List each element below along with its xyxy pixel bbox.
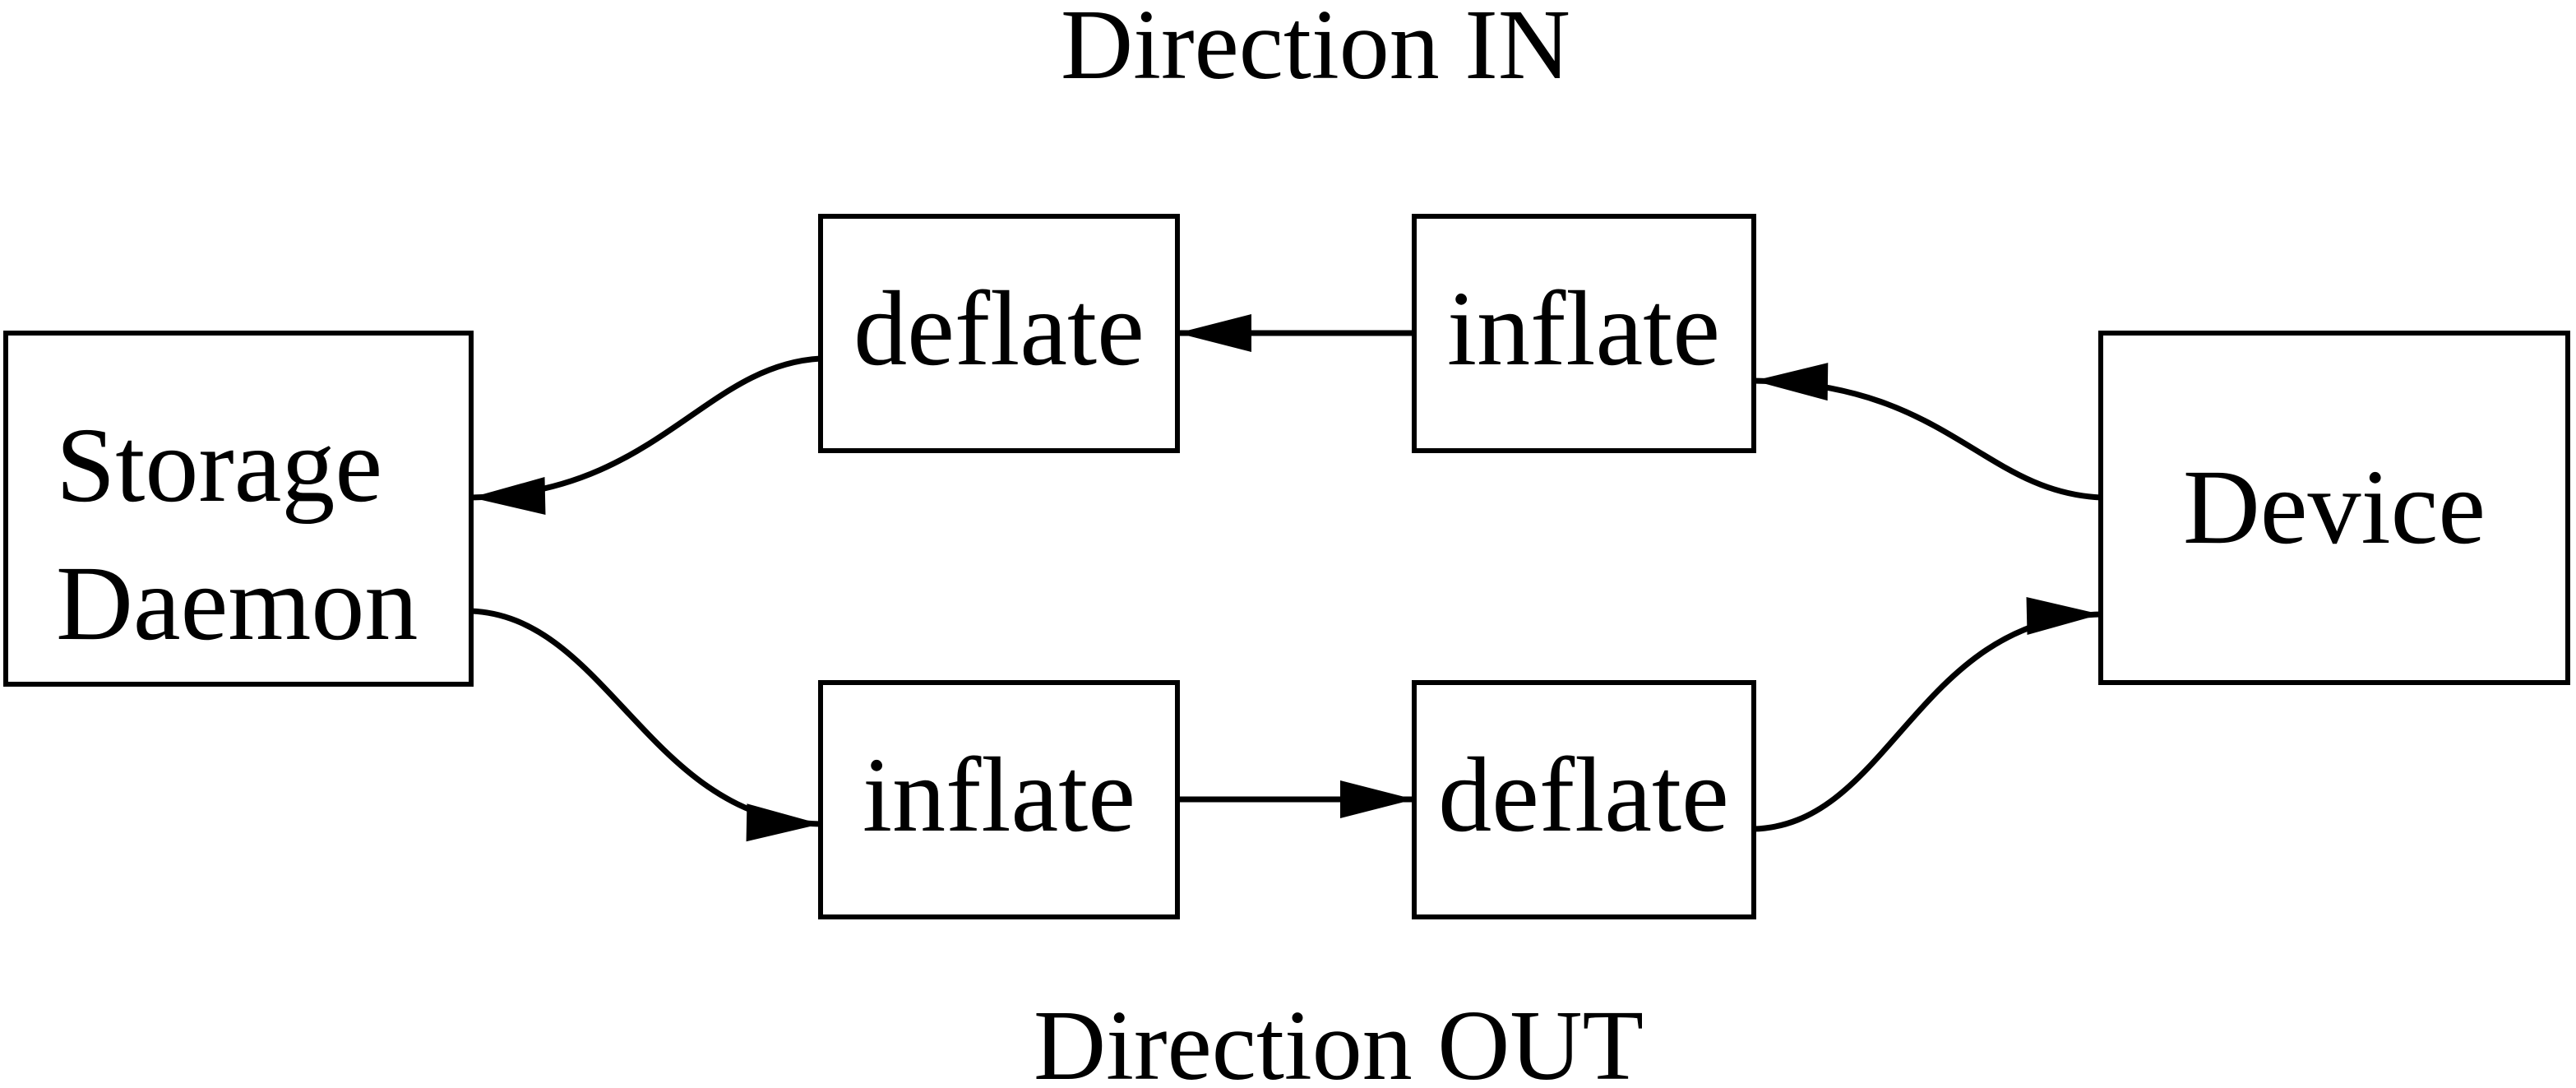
node-box-inflate-top [1412, 214, 1756, 453]
edge-deflate-bottom-to-device [1753, 597, 2102, 832]
node-inflate-bottom: inflate [818, 680, 1180, 919]
node-label-deflate-top: deflate [853, 270, 1145, 388]
edge-storage-daemon-to-inflate-bottom [470, 608, 821, 842]
node-box-inflate-bottom [818, 680, 1180, 919]
node-box-storage-daemon [3, 331, 474, 687]
title-direction-out: Direction OUT [1034, 990, 1644, 1088]
node-device: Device [2098, 331, 2570, 685]
node-label-inflate-top: inflate [1447, 270, 1720, 388]
node-label-inflate-bottom: inflate [863, 736, 1135, 854]
node-deflate-bottom: deflate [1412, 680, 1756, 919]
title-direction-in: Direction IN [1061, 0, 1570, 100]
node-box-device [2098, 331, 2570, 685]
node-label-device: Device [2183, 448, 2486, 567]
node-box-deflate-bottom [1412, 680, 1756, 919]
edge-deflate-top-to-storage-daemon [470, 355, 821, 515]
node-inflate-top: inflate [1412, 214, 1756, 453]
node-label-daemon: Daemon [56, 544, 418, 663]
node-label-storage: Storage [56, 406, 382, 525]
node-storage-daemon: Storage Daemon [3, 331, 474, 687]
edge-device-to-inflate-top [1753, 363, 2102, 501]
node-box-deflate-top [818, 214, 1180, 453]
node-deflate-top: deflate [818, 214, 1180, 453]
node-label-deflate-bottom: deflate [1438, 736, 1729, 854]
